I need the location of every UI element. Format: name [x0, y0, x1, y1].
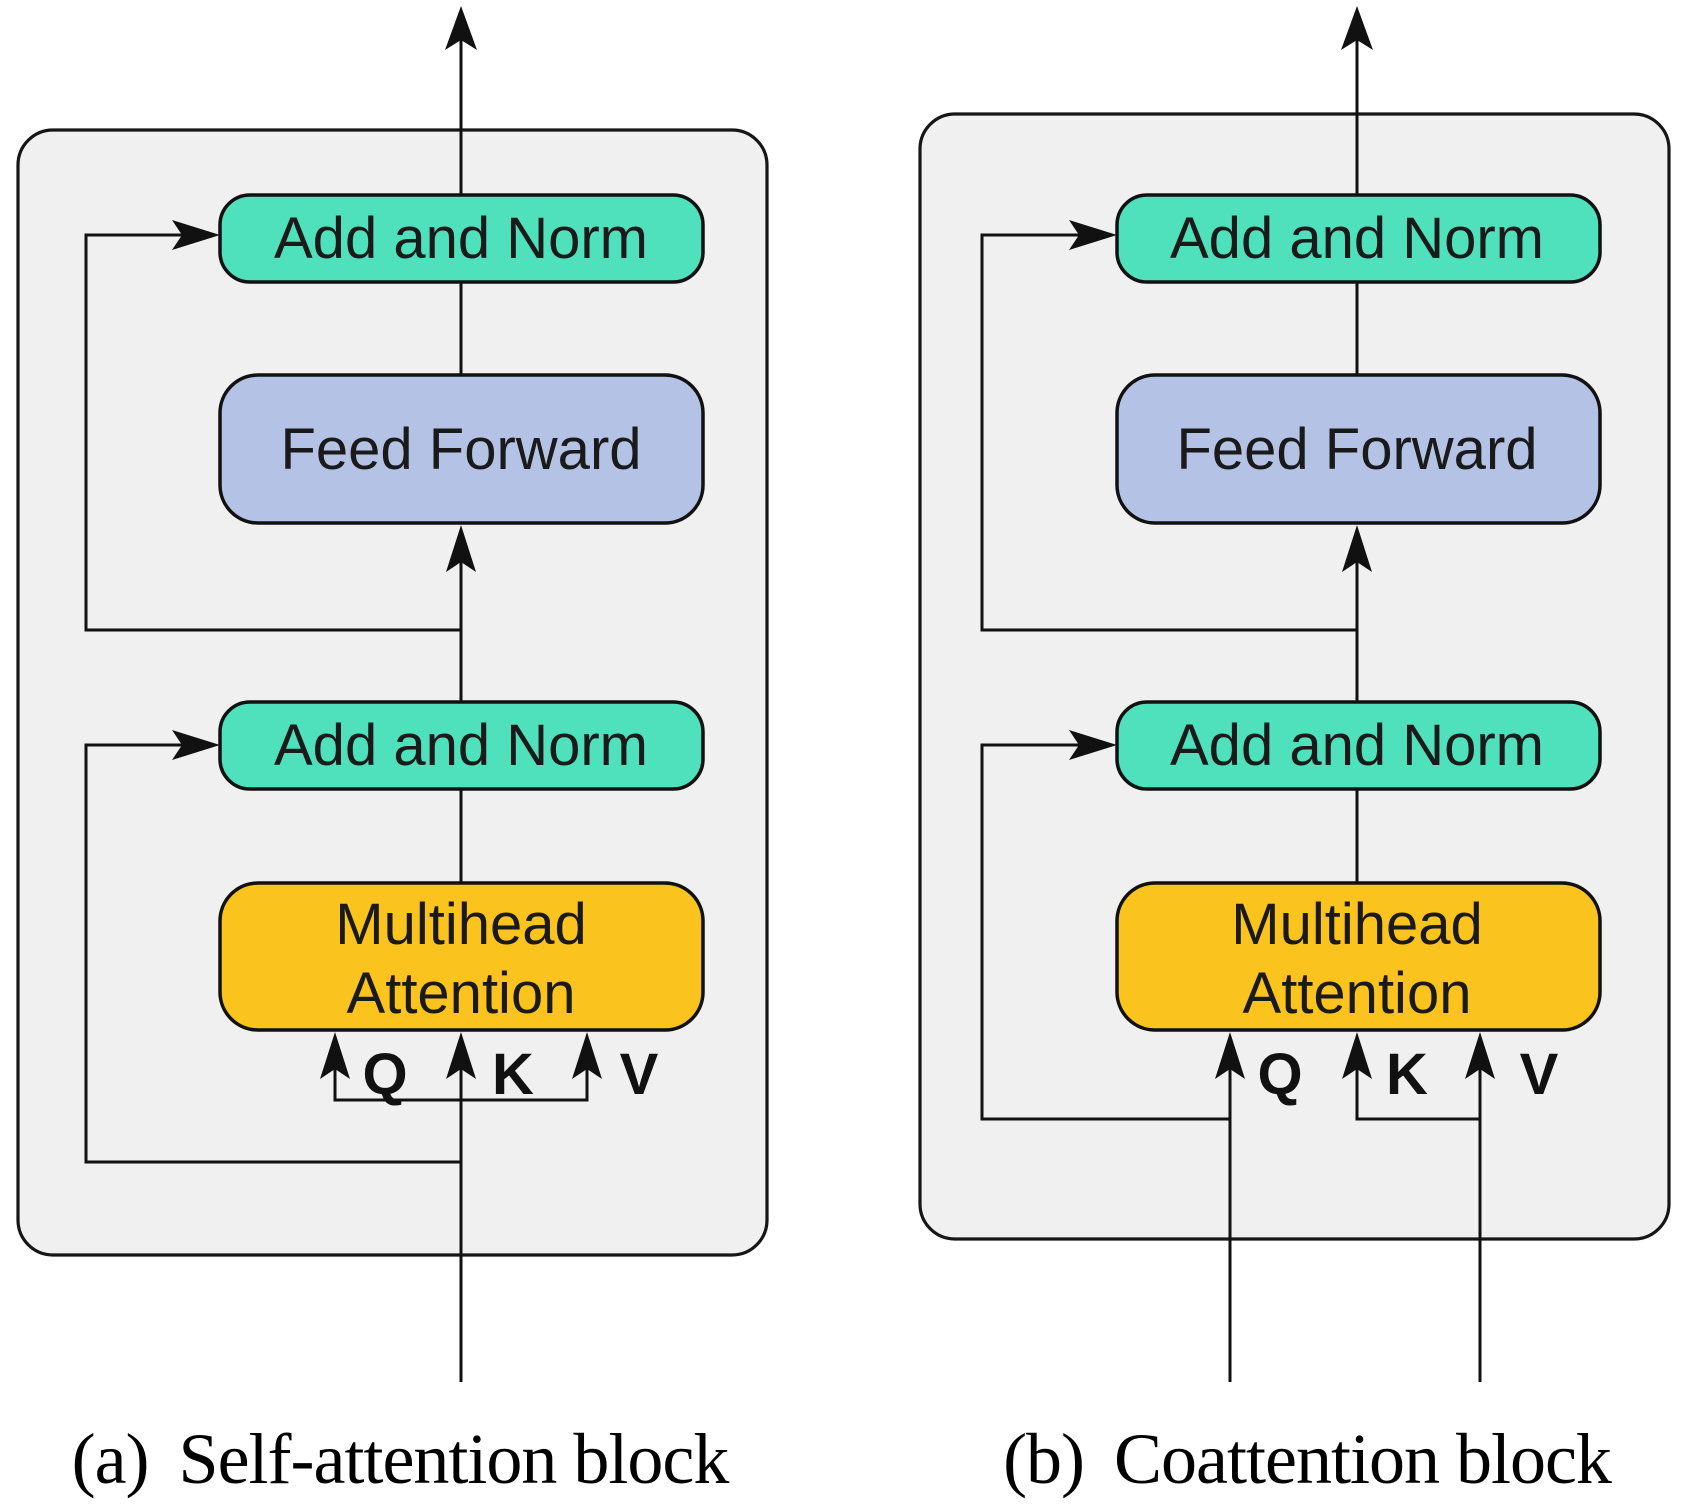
- v-up-arrowhead-icon: [1465, 1032, 1495, 1079]
- residual-upper-right-arrowhead-icon: [1069, 220, 1117, 250]
- multihead-attention-box: [1115, 881, 1602, 1032]
- feedforward-up-arrowhead-icon: [446, 525, 476, 572]
- residual-lower-right-arrowhead-icon: [1069, 730, 1117, 760]
- add-and-norm-bottom-label: Add and Norm: [274, 713, 648, 778]
- multihead-attention-label-line1: Multihead: [1231, 892, 1482, 957]
- caption-b-text: Coattention block: [1114, 1419, 1612, 1499]
- add-and-norm-bottom-box: [1115, 700, 1602, 791]
- output-up-arrowhead-icon: [445, 6, 477, 50]
- coattention-block-diagram: Add and Norm Feed Forward Add and Norm M…: [918, 6, 1671, 1499]
- v-up-arrowhead-icon: [572, 1032, 602, 1079]
- feedforward-up-arrowhead-icon: [1342, 525, 1372, 572]
- q-up-arrowhead-icon: [1215, 1032, 1245, 1079]
- add-and-norm-bottom-label: Add and Norm: [1170, 713, 1544, 778]
- residual-connection-upper: [84, 233, 461, 632]
- residual-upper-right-arrowhead-icon: [172, 220, 220, 250]
- output-up-arrowhead-icon: [1341, 6, 1373, 50]
- add-and-norm-top-box: [218, 193, 705, 284]
- q-label: Q: [1257, 1042, 1302, 1107]
- residual-connection-lower: [980, 743, 1230, 1121]
- caption-a: (a) Self-attention block: [72, 1419, 730, 1499]
- self-attention-block-diagram: Add and Norm Feed Forward Add and Norm M…: [16, 6, 769, 1499]
- caption-a-text: Self-attention block: [179, 1419, 730, 1499]
- add-and-norm-top-label: Add and Norm: [274, 206, 648, 271]
- multihead-attention-label-line1: Multihead: [335, 892, 586, 957]
- residual-connection-lower: [84, 743, 461, 1164]
- caption-a-prefix: (a): [72, 1419, 149, 1499]
- v-label: V: [1520, 1042, 1559, 1107]
- multihead-attention-box: [218, 881, 705, 1032]
- caption-b: (b) Coattention block: [1003, 1419, 1612, 1499]
- k-up-arrowhead-icon: [1342, 1032, 1372, 1079]
- feed-forward-label: Feed Forward: [1176, 417, 1537, 482]
- add-and-norm-top-label: Add and Norm: [1170, 206, 1544, 271]
- qkv-split-connector: [333, 1042, 589, 1102]
- k-label: K: [492, 1042, 534, 1107]
- feed-forward-label: Feed Forward: [280, 417, 641, 482]
- caption-b-prefix: (b): [1003, 1419, 1084, 1499]
- add-and-norm-bottom-box: [218, 700, 705, 791]
- multihead-attention-label-line2: Attention: [1243, 961, 1472, 1026]
- residual-lower-right-arrowhead-icon: [172, 730, 220, 760]
- k-up-arrowhead-icon: [446, 1032, 476, 1079]
- q-label: Q: [362, 1042, 407, 1107]
- add-and-norm-top-box: [1115, 193, 1602, 284]
- multihead-attention-label-line2: Attention: [347, 961, 576, 1026]
- residual-connection-upper: [980, 233, 1357, 632]
- v-label: V: [620, 1042, 659, 1107]
- feed-forward-box: [218, 373, 705, 525]
- q-up-arrowhead-icon: [320, 1032, 350, 1079]
- feed-forward-box: [1115, 373, 1602, 525]
- k-label: K: [1386, 1042, 1428, 1107]
